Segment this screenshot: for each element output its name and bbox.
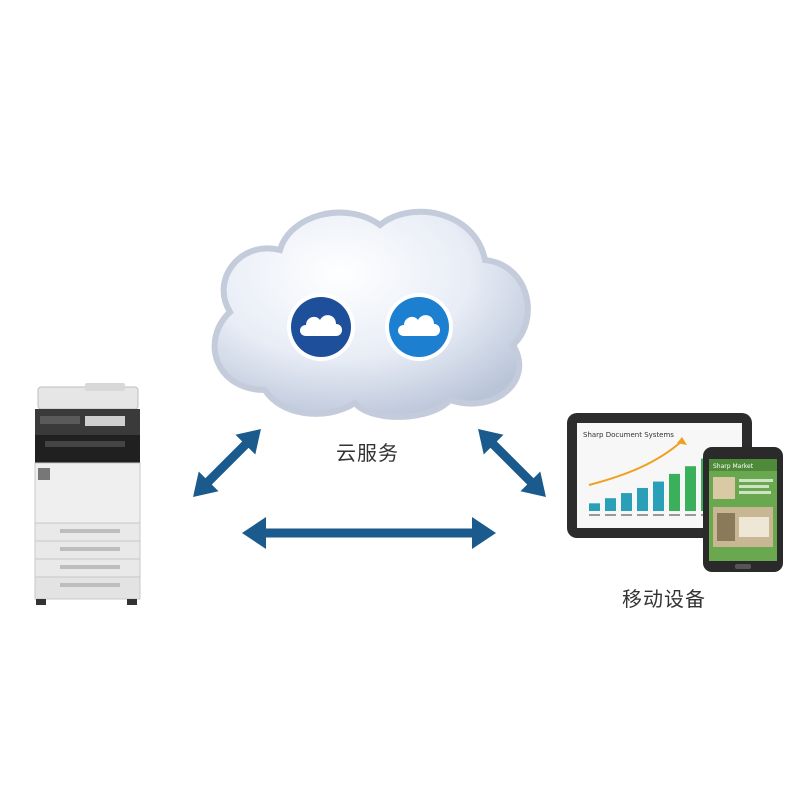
tablet-bar: [669, 473, 680, 511]
tablet-bar-tick: [637, 514, 648, 516]
cloud-icon: [211, 208, 531, 420]
tablet-bar-tick: [621, 514, 632, 516]
tablet-bar-tick: [605, 514, 616, 516]
tablet-bar: [637, 487, 648, 511]
mfp-printer: [30, 383, 145, 608]
tablet-bar-tick: [589, 514, 600, 516]
tablet-bar: [653, 481, 664, 511]
smartphone: Sharp Market: [703, 447, 783, 572]
mfp-printer-icon: [34, 383, 141, 605]
tablet-bar-tick: [669, 514, 680, 516]
tablet-bar: [589, 503, 600, 511]
cloud-icon: [300, 315, 342, 336]
tablet-bar-tick: [653, 514, 664, 516]
service-badge-2: [384, 292, 454, 362]
tablet-chart-title: Sharp Document Systems: [583, 431, 674, 439]
cloud-service: [195, 200, 545, 425]
arrow-cloud-to-printer: [193, 429, 261, 497]
smartphone-icon: Sharp Market: [703, 447, 783, 572]
tablet-bar: [605, 498, 616, 511]
arrow-printer-to-mobile: [242, 517, 496, 549]
arrow-cloud-to-mobile: [478, 429, 546, 497]
mobile-label: 移动设备: [622, 587, 706, 611]
tablet-bar-tick: [685, 514, 696, 516]
service-badge-1: [286, 292, 356, 362]
cloud-label: 云服务: [336, 441, 399, 465]
tablet-bar: [621, 493, 632, 511]
phone-screen-title: Sharp Market: [713, 463, 754, 470]
tablet-bar: [685, 466, 696, 511]
cloud-icon: [398, 315, 440, 336]
